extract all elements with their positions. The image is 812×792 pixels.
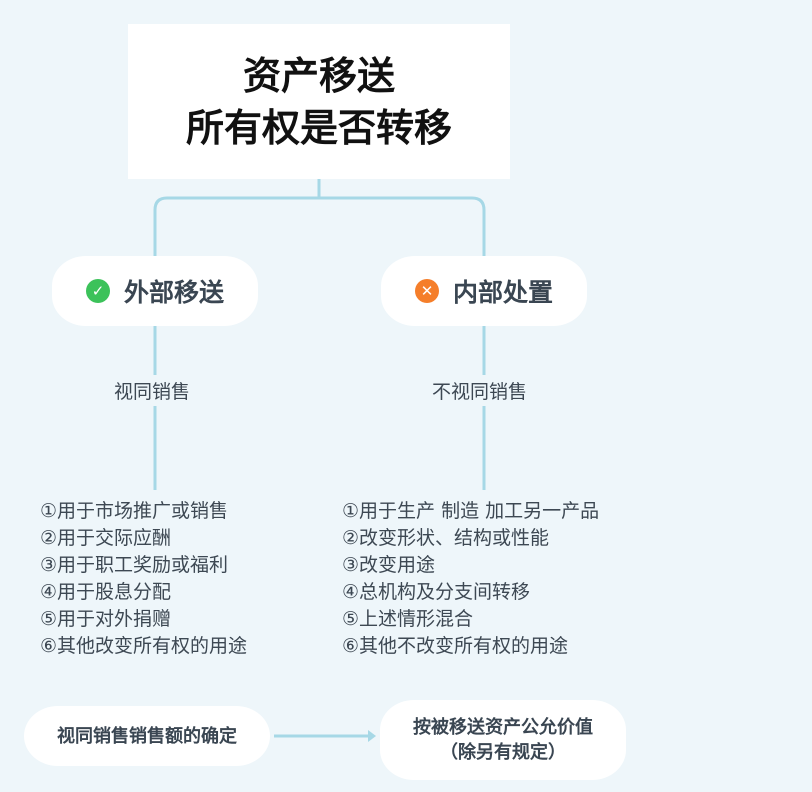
list-item: ⑥其他不改变所有权的用途 <box>342 635 569 657</box>
branch-internal-disposal: ✕ 内部处置 <box>381 256 587 326</box>
deemed-sale-amount-label: 视同销售销售额的确定 <box>57 725 237 747</box>
root-node: 资产移送 所有权是否转移 <box>128 24 510 179</box>
x-icon: ✕ <box>414 279 439 303</box>
list-item: ②改变形状、结构或性能 <box>342 527 550 549</box>
branch-label: 内部处置 <box>452 278 553 307</box>
connector-label-deemed-sale: 视同销售 <box>112 375 193 406</box>
branch-external-transfer: ✓ 外部移送 <box>52 256 258 326</box>
bottom-arrow-head <box>368 730 376 742</box>
fair-value-line2: （除另有规定） <box>440 742 566 763</box>
external-transfer-list: ①用于市场推广或销售 ②用于交际应酬 ③用于职工奖励或福利 ④用于股息分配 ⑤用… <box>40 498 247 660</box>
root-title-line1: 资产移送 <box>242 53 395 98</box>
connector-label-not-deemed-sale: 不视同销售 <box>430 375 530 406</box>
list-item: ⑤上述情形混合 <box>342 608 474 630</box>
split-connector <box>153 196 486 256</box>
deemed-sale-amount-node: 视同销售销售额的确定 <box>24 706 270 766</box>
check-icon: ✓ <box>85 279 110 303</box>
list-item: ③用于职工奖励或福利 <box>40 554 229 576</box>
list-item: ④用于股息分配 <box>40 581 172 603</box>
list-item: ⑥其他改变所有权的用途 <box>40 635 248 657</box>
branch-label: 外部移送 <box>123 278 224 307</box>
list-item: ②用于交际应酬 <box>40 527 172 549</box>
fair-value-node: 按被移送资产公允价值 （除另有规定） <box>380 700 626 780</box>
list-item: ①用于生产 制造 加工另一产品 <box>342 500 600 522</box>
list-item: ③改变用途 <box>342 554 436 576</box>
list-item: ①用于市场推广或销售 <box>40 500 229 522</box>
list-item: ④总机构及分支间转移 <box>342 581 531 603</box>
fair-value-line1: 按被移送资产公允价值 <box>413 717 593 738</box>
root-title-line2: 所有权是否转移 <box>185 105 452 150</box>
internal-disposal-list: ①用于生产 制造 加工另一产品 ②改变形状、结构或性能 ③改变用途 ④总机构及分… <box>342 498 599 660</box>
list-item: ⑤用于对外捐赠 <box>40 608 172 630</box>
